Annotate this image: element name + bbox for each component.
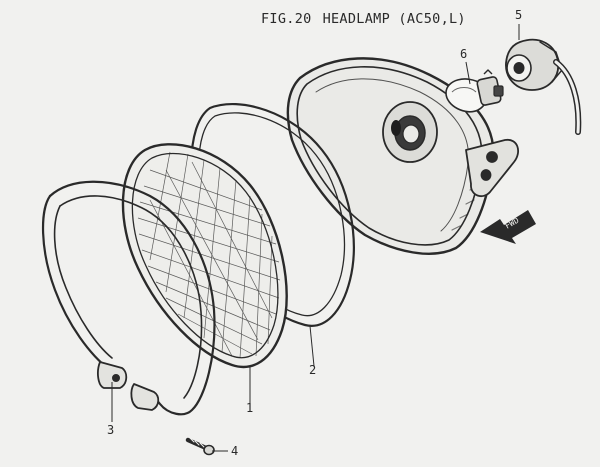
callout-1: 1 [246,401,254,415]
mounting-bracket [465,139,519,198]
callout-4: 4 [231,444,239,458]
headlamp-rim [42,180,216,416]
bulb-socket-with-cable [505,38,582,135]
figure-title: FIG.20 HEADLAMP (AC50,L) [261,11,466,27]
headlamp-bulb [445,69,504,113]
callout-2: 2 [309,363,317,377]
figure-name: HEADLAMP (AC50,L) [322,11,466,27]
forward-direction-arrow: FWD [480,210,536,244]
leader-lines [111,24,520,452]
figure-number: FIG.20 [261,11,312,27]
callout-6: 6 [460,47,468,61]
rim-screw [185,437,215,456]
callout-5: 5 [515,8,523,22]
callout-3: 3 [107,423,115,437]
headlamp-lens-unit [121,143,288,369]
